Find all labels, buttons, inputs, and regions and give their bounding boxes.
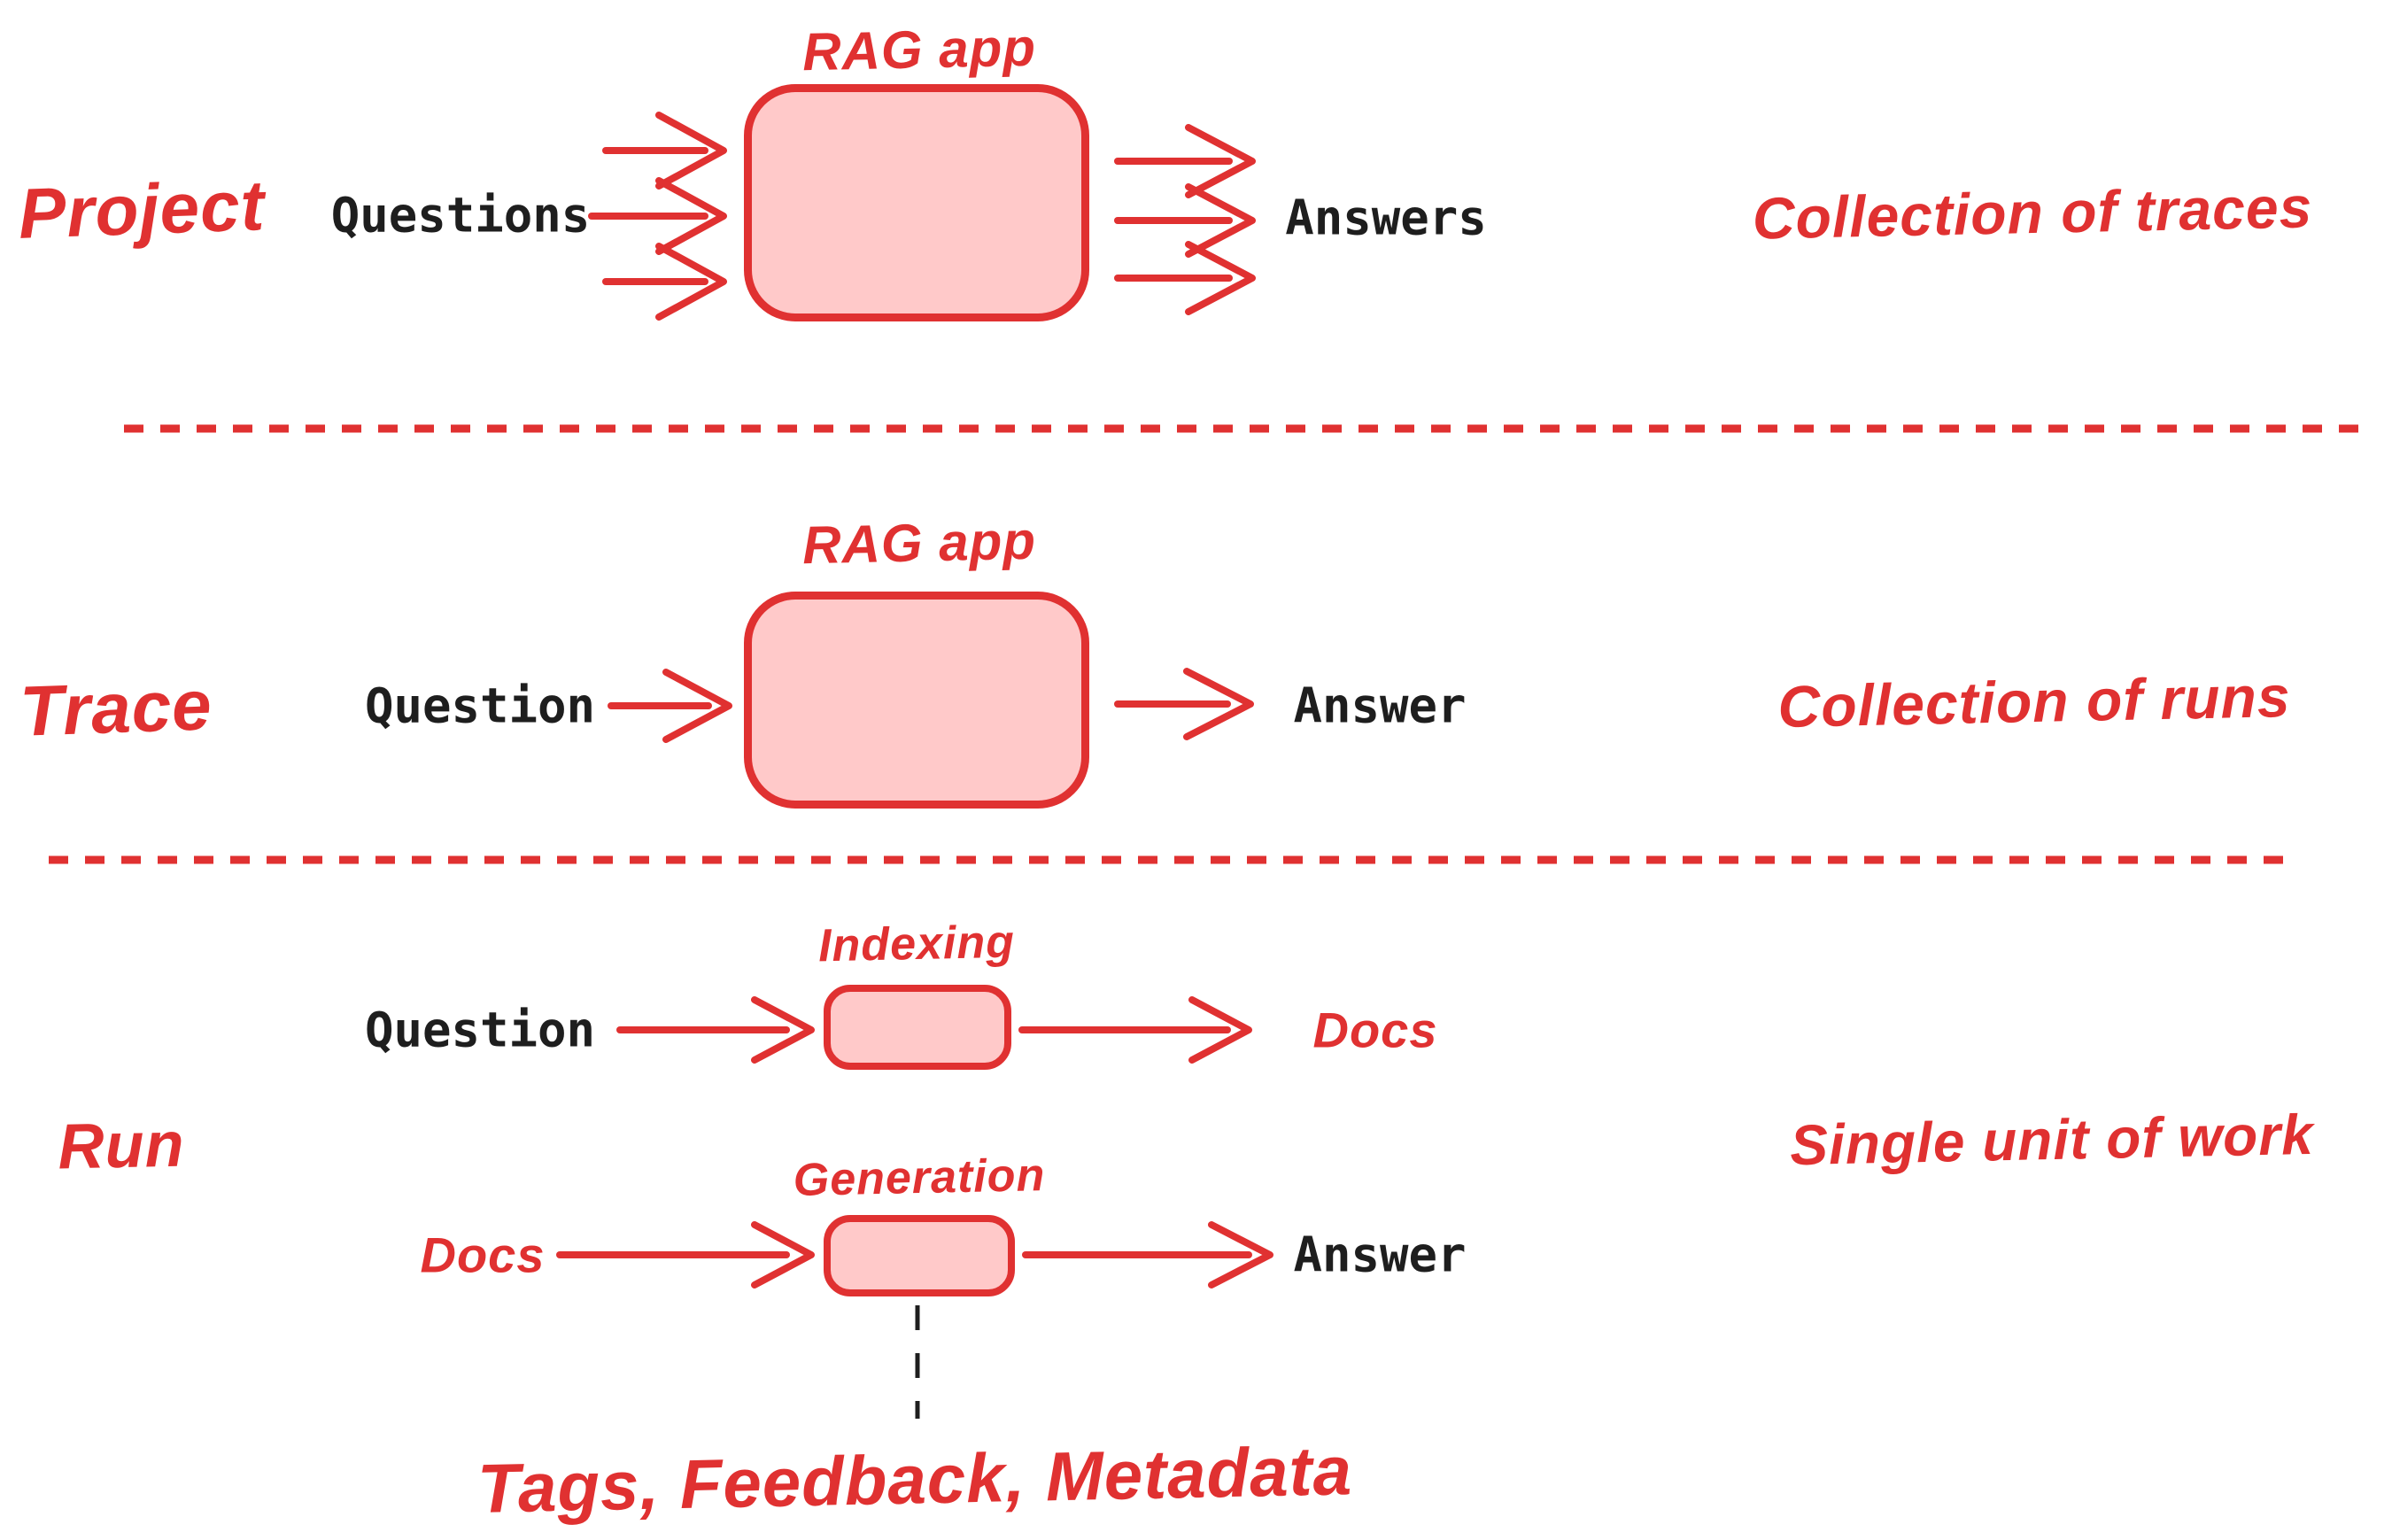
generation-box	[824, 1215, 1015, 1296]
generation-input-label: Docs	[420, 1227, 546, 1283]
generation-box-title: Generation	[793, 1149, 1046, 1206]
trace-box-title: RAG app	[801, 510, 1037, 576]
project-output-arrows-icon	[1114, 124, 1256, 315]
run-annotation: Single unit of work	[1789, 1102, 2315, 1178]
trace-input-arrow-icon	[608, 669, 732, 743]
run-footnote: Tags, Feedback, Metadata	[476, 1431, 1353, 1528]
project-box-title: RAG app	[801, 17, 1037, 82]
generation-input-arrow-icon	[556, 1221, 815, 1288]
trace-output-arrow-icon	[1114, 668, 1254, 740]
project-annotation: Collection of traces	[1752, 174, 2313, 252]
trace-annotation: Collection of runs	[1777, 662, 2292, 740]
run-row-label: Run	[57, 1109, 186, 1183]
indexing-input-arrow-icon	[616, 996, 815, 1064]
trace-output-label: Answer	[1293, 677, 1467, 734]
project-rag-app-box	[744, 84, 1089, 321]
indexing-input-label: Question	[364, 1002, 596, 1058]
generation-output-arrow-icon	[1022, 1221, 1273, 1288]
trace-row-label: Trace	[18, 665, 213, 751]
project-output-label: Answers	[1285, 190, 1487, 246]
project-row-label: Project	[17, 166, 267, 253]
project-input-label: Questions	[330, 187, 591, 244]
project-input-arrows-icon	[588, 112, 727, 321]
indexing-output-arrow-icon	[1018, 996, 1252, 1064]
indexing-output-label: Docs	[1312, 1002, 1438, 1058]
indexing-box-title: Indexing	[817, 916, 1016, 972]
generation-output-label: Answer	[1293, 1227, 1467, 1283]
trace-input-label: Question	[364, 677, 596, 734]
indexing-box	[824, 985, 1011, 1070]
trace-rag-app-box	[744, 592, 1089, 809]
